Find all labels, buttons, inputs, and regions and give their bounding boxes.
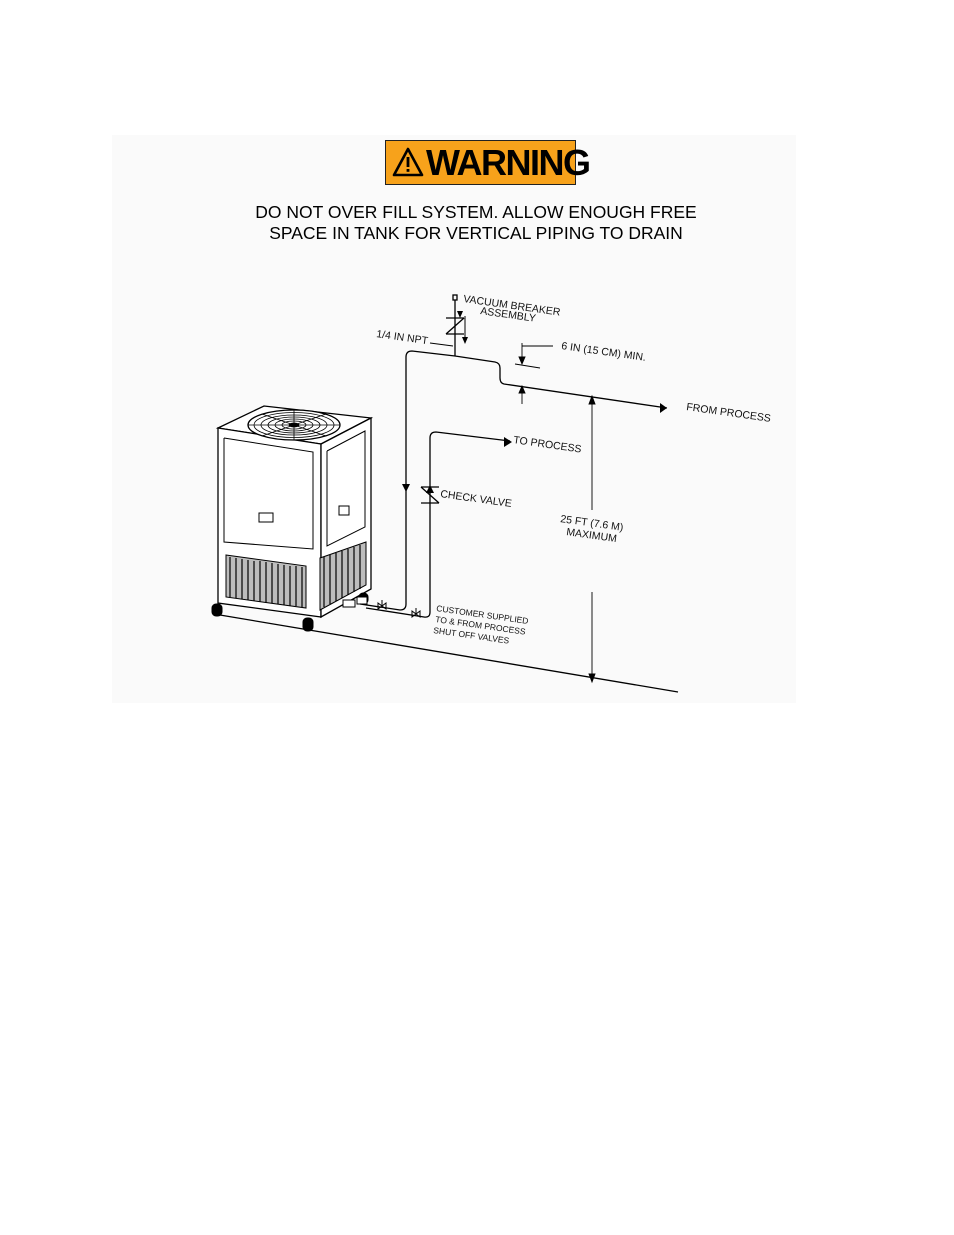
min-height-dimension (515, 343, 553, 404)
min-height-label: 6 IN (15 CM) MIN. (561, 340, 647, 364)
arrow-icon (457, 311, 463, 318)
check-valve-label: CHECK VALVE (440, 488, 513, 510)
arrow-icon (426, 485, 434, 493)
to-process-label: TO PROCESS (513, 434, 583, 455)
chiller-unit (212, 406, 371, 631)
from-process-label: FROM PROCESS (686, 401, 772, 425)
floor-line (214, 614, 678, 692)
arrow-icon (660, 403, 667, 413)
arrow-icon (402, 484, 410, 492)
fan-grille-icon (248, 410, 340, 440)
shut-off-valves (378, 600, 420, 617)
arrow-icon (504, 437, 512, 447)
npt-label: 1/4 IN NPT (376, 328, 430, 347)
